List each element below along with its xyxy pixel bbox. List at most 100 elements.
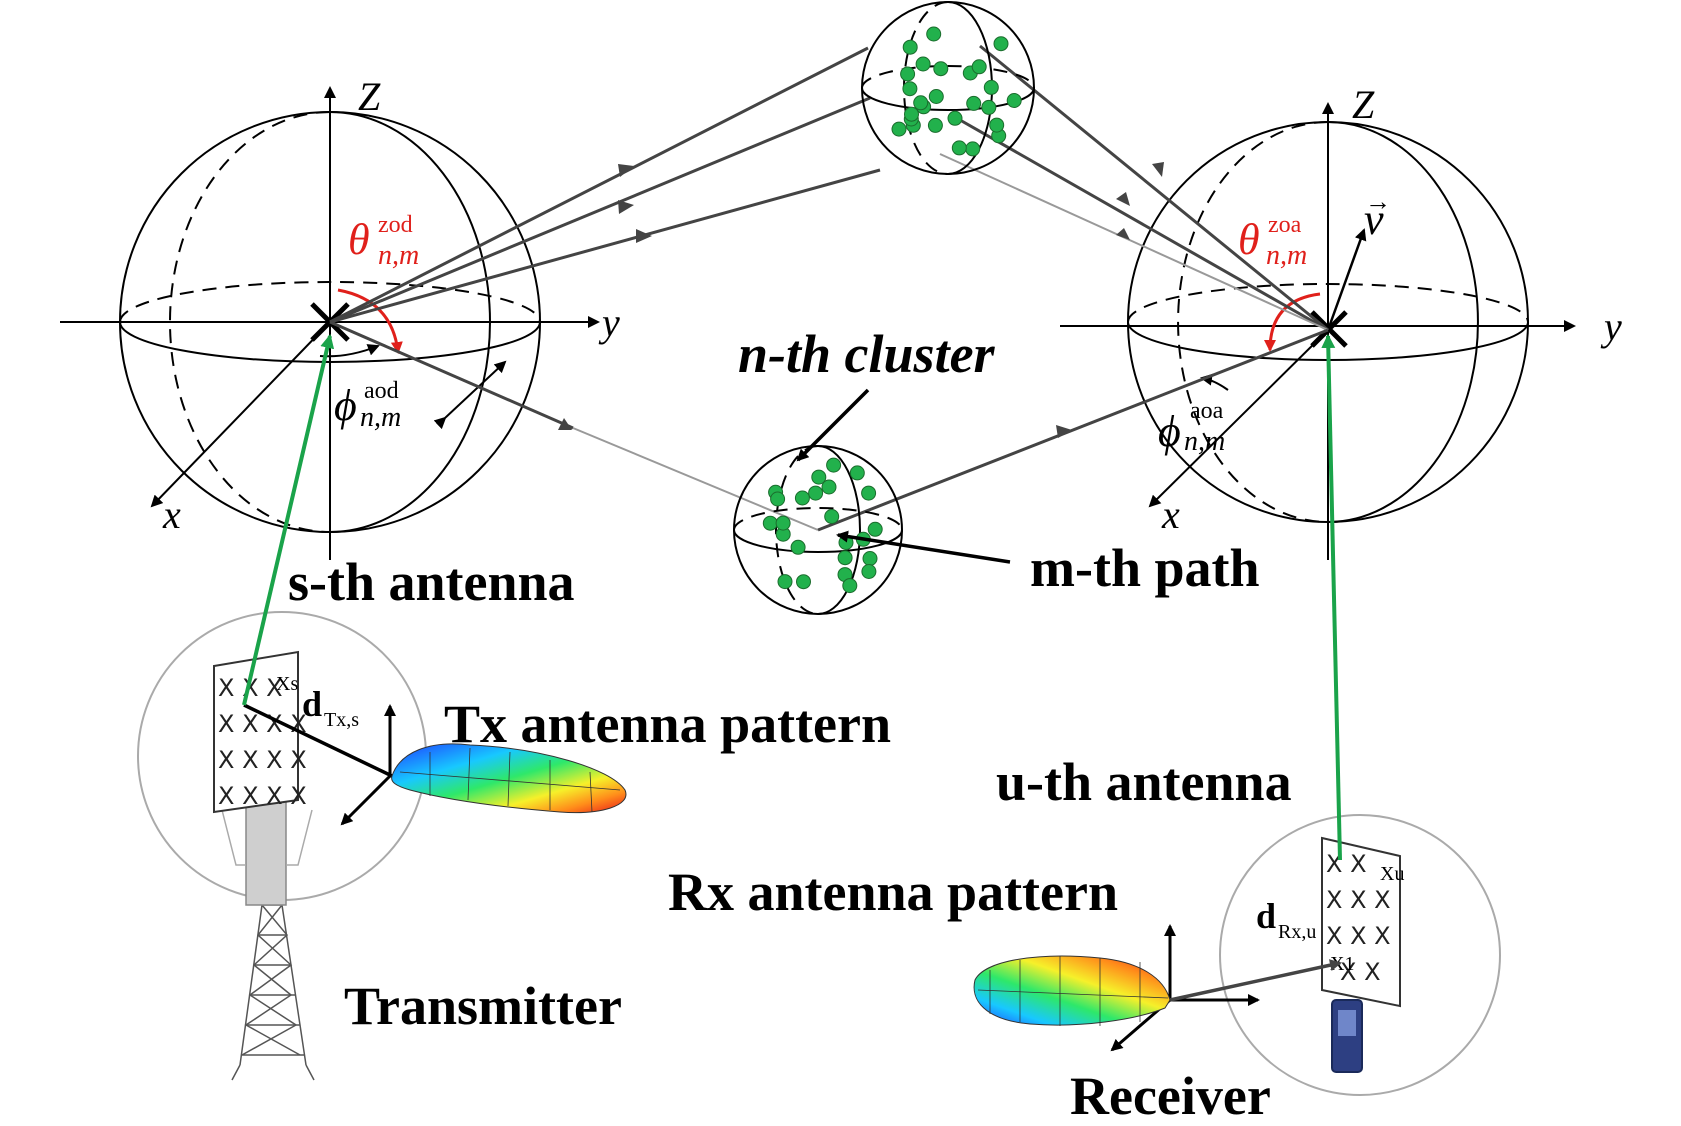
lower-cluster-scatterers: [762, 457, 883, 594]
upper-cluster-equator: [861, 87, 1035, 111]
rx-zoa-arc: [1264, 292, 1321, 352]
ray-upper-to-rx-1: [979, 44, 1329, 332]
rx-d-sub: Rx,u: [1278, 921, 1316, 943]
ray-upper-to-rx-2: [959, 118, 1329, 332]
upper-cluster-sphere: [861, 1, 1035, 175]
scatterer-dot: [981, 99, 997, 115]
velocity-arrow-mark: →: [1365, 186, 1391, 216]
scatterer-dot: [826, 457, 842, 473]
tx-aod-sup: aod: [364, 378, 399, 404]
scatterer-dot: [902, 39, 918, 55]
rx-element-u: Xu: [1380, 863, 1404, 885]
lower-cluster-meridian-back: [775, 445, 819, 615]
rx-antenna-lobe: [973, 955, 1171, 1026]
ray-upper-to-rx-3: [939, 153, 1329, 331]
scatterer-dot: [861, 564, 877, 579]
svg-text:X X X X: X X X X: [218, 746, 307, 774]
tx-zod-sub: n,m: [378, 240, 419, 271]
scatterer-dot: [862, 551, 878, 566]
ray-arrow-8: [1056, 425, 1072, 438]
path-label: m-th path: [1030, 538, 1260, 598]
velocity-label: v: [1364, 195, 1384, 244]
scatterer-dot: [777, 574, 793, 590]
rx-zoa-sub: n,m: [1266, 240, 1307, 271]
upper-cluster-equator-back: [861, 65, 1035, 89]
tx-d-symbol: d: [302, 684, 322, 724]
tx-x-axis: [150, 321, 331, 508]
tx-zod-symbol: θ: [348, 215, 370, 264]
svg-text:X X X X: X X X X: [218, 782, 307, 810]
transmitter-label: Transmitter: [344, 976, 622, 1036]
scatterer-dot: [770, 491, 786, 507]
scatterer-dot: [966, 95, 982, 111]
scatterer-dot: [989, 117, 1005, 133]
tx-z-label: Z: [358, 74, 381, 119]
ray-arrow-5: [1116, 192, 1130, 206]
ray-cluster-to-rx: [817, 328, 1329, 532]
rx-lobe-mesh: [977, 956, 1169, 1026]
tx-pattern-label: Tx antenna pattern: [444, 694, 891, 754]
scatterer-dot: [891, 121, 907, 137]
scatterer-dot: [762, 515, 778, 531]
scatterer-dot: [933, 61, 949, 77]
rx-sphere-meridian-back: [1177, 121, 1329, 523]
ray-arrow-1: [618, 164, 634, 177]
scatterer-dot: [837, 550, 853, 566]
ray-arrow-7: [558, 418, 572, 430]
svg-text:X X X: X X X: [1326, 922, 1391, 950]
ray-tx-upper-1: [329, 46, 869, 324]
scatterer-dot: [861, 485, 877, 501]
scatterer-dot: [900, 66, 916, 82]
rx-d-symbol: d: [1256, 896, 1276, 936]
tx-local-x: [340, 774, 392, 826]
ray-tx-upper-2: [329, 96, 871, 324]
lower-cluster-equator-back: [733, 507, 903, 531]
upper-cluster: [861, 1, 1035, 175]
scatterer-dot: [983, 79, 999, 95]
scatterer-dot: [824, 509, 840, 524]
scatterer-dot: [926, 26, 942, 42]
propagation-rays: [329, 44, 1329, 532]
receiver: X XX X X X X XX X Xu X1 d Rx,u: [973, 814, 1501, 1096]
tx-aod-symbol: ϕ: [334, 381, 357, 430]
path-pointer-arrow: [836, 530, 1011, 564]
phone-screen: [1338, 1010, 1356, 1036]
svg-text:X X X: X X X: [1326, 886, 1391, 914]
scatterer-dot: [849, 465, 865, 481]
svg-text:X X: X X: [1326, 850, 1367, 878]
ray-tx-to-cluster: [329, 320, 574, 430]
scatterer-dot: [904, 106, 919, 122]
scatterer-dot: [993, 36, 1009, 52]
rx-antenna-sphere: [1219, 814, 1501, 1096]
cluster-pointer-arrow: [796, 388, 870, 462]
ray-arrow-4: [1152, 162, 1164, 177]
rx-zoa-symbol: θ: [1238, 215, 1260, 264]
scatterer-dot: [821, 479, 837, 495]
ray-arrow-2: [618, 200, 634, 214]
scatterer-dot: [796, 574, 811, 590]
tx-antenna-green-path: [242, 334, 335, 706]
rx-antenna-green-path: [1321, 334, 1342, 861]
scatterer-dot: [775, 515, 791, 531]
rx-aoa-sub: n,m: [1184, 426, 1225, 457]
tx-meridian-arrow: [433, 360, 507, 430]
tx-zod-sup: zod: [378, 212, 413, 238]
scatterer-dot: [842, 578, 858, 594]
lower-cluster-meridian: [817, 445, 861, 615]
rx-aoa-arc: [1200, 373, 1229, 391]
scatterer-dot: [808, 485, 824, 501]
tx-aod-sub: n,m: [360, 402, 401, 433]
lower-cluster-equator: [733, 529, 903, 553]
scatterer-dot: [867, 521, 883, 537]
rx-aoa-symbol: ϕ: [1158, 407, 1181, 456]
tx-zod-label: θ: [348, 215, 370, 264]
scatterer-dot: [902, 81, 918, 97]
rx-antenna-elements: X XX X X X X XX X: [1326, 850, 1391, 986]
scatterer-dot: [927, 117, 943, 133]
receiver-label: Receiver: [1070, 1066, 1271, 1126]
cluster-label: n-th cluster: [738, 324, 996, 384]
upper-cluster-scatterers: [891, 26, 1022, 157]
scatterer-dot: [965, 141, 981, 157]
scatterer-dot: [794, 490, 810, 506]
